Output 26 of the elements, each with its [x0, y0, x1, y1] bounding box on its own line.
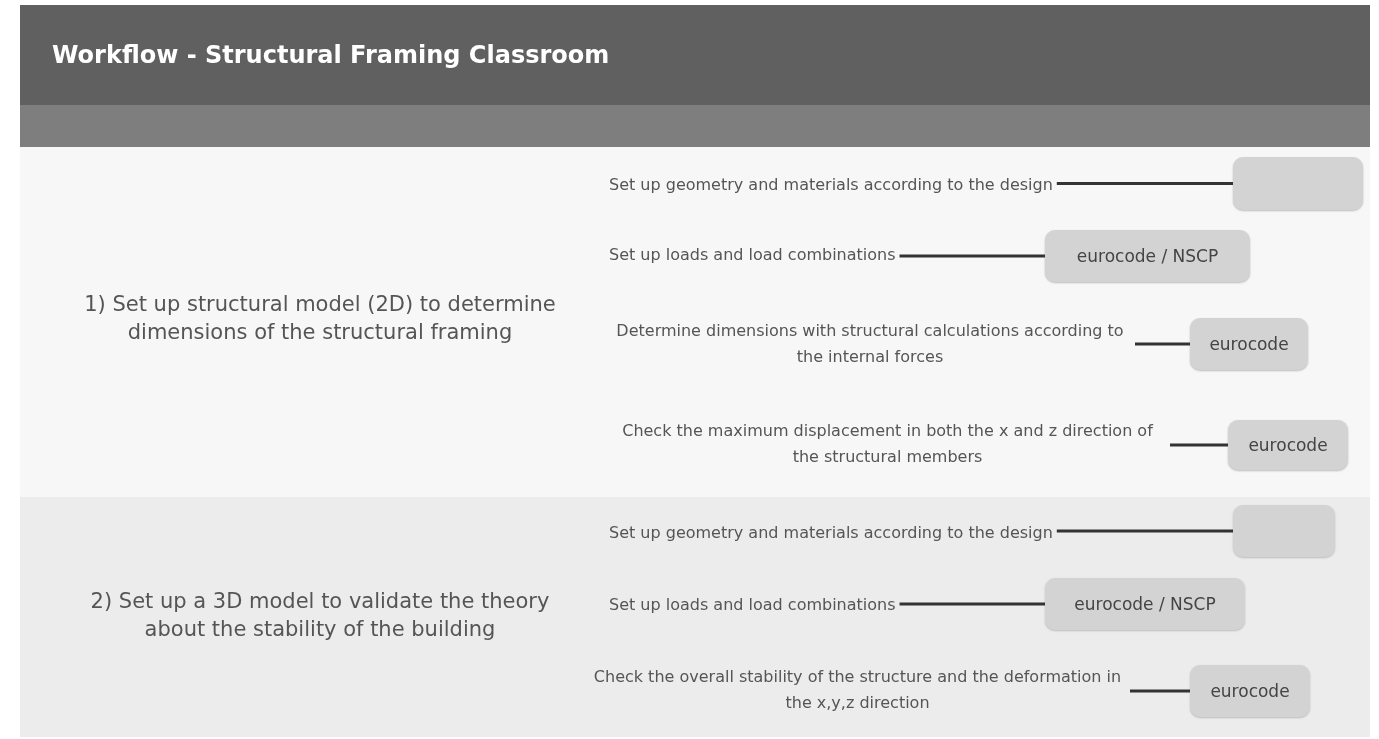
section-band	[20, 147, 1370, 497]
tag-label: eurocode	[1190, 665, 1310, 717]
step-text: Set up geometry and materials according to the design	[605, 168, 1057, 202]
tag-label: eurocode	[1228, 420, 1348, 470]
connector-line	[1130, 689, 1190, 693]
step-text: Determine dimensions with structural calculations according to the internal forces	[605, 314, 1135, 374]
connector-line	[899, 602, 1045, 606]
connector-line	[1135, 342, 1190, 346]
tag-label: eurocode	[1190, 318, 1308, 370]
step-text: Set up loads and load combinations	[605, 238, 900, 272]
section-band	[20, 497, 1370, 737]
title-bar: Workflow - Structural Framing Classroom	[20, 5, 1370, 105]
step-text: Set up geometry and materials according to the design	[605, 516, 1057, 550]
section-heading: 1) Set up structural model (2D) to determine dimensions of the structural framing	[83, 291, 557, 347]
step-text: Set up loads and load combinations	[605, 588, 900, 622]
connector-line	[1170, 443, 1228, 447]
tag-box	[1233, 157, 1363, 210]
section-heading: 2) Set up a 3D model to validate the theory about the stability of the building	[89, 588, 551, 644]
tag-box	[1233, 505, 1335, 557]
step-text: Check the overall stability of the structure and the deformation in the x,y,z direction	[585, 660, 1130, 720]
connector-line	[1056, 182, 1233, 185]
tag-label: eurocode / NSCP	[1045, 578, 1245, 630]
step-text: Check the maximum displacement in both the x and z direction of the structural members	[605, 414, 1170, 474]
connector-line	[899, 254, 1045, 258]
connector-line	[1056, 529, 1233, 533]
tag-label: eurocode / NSCP	[1045, 230, 1250, 282]
